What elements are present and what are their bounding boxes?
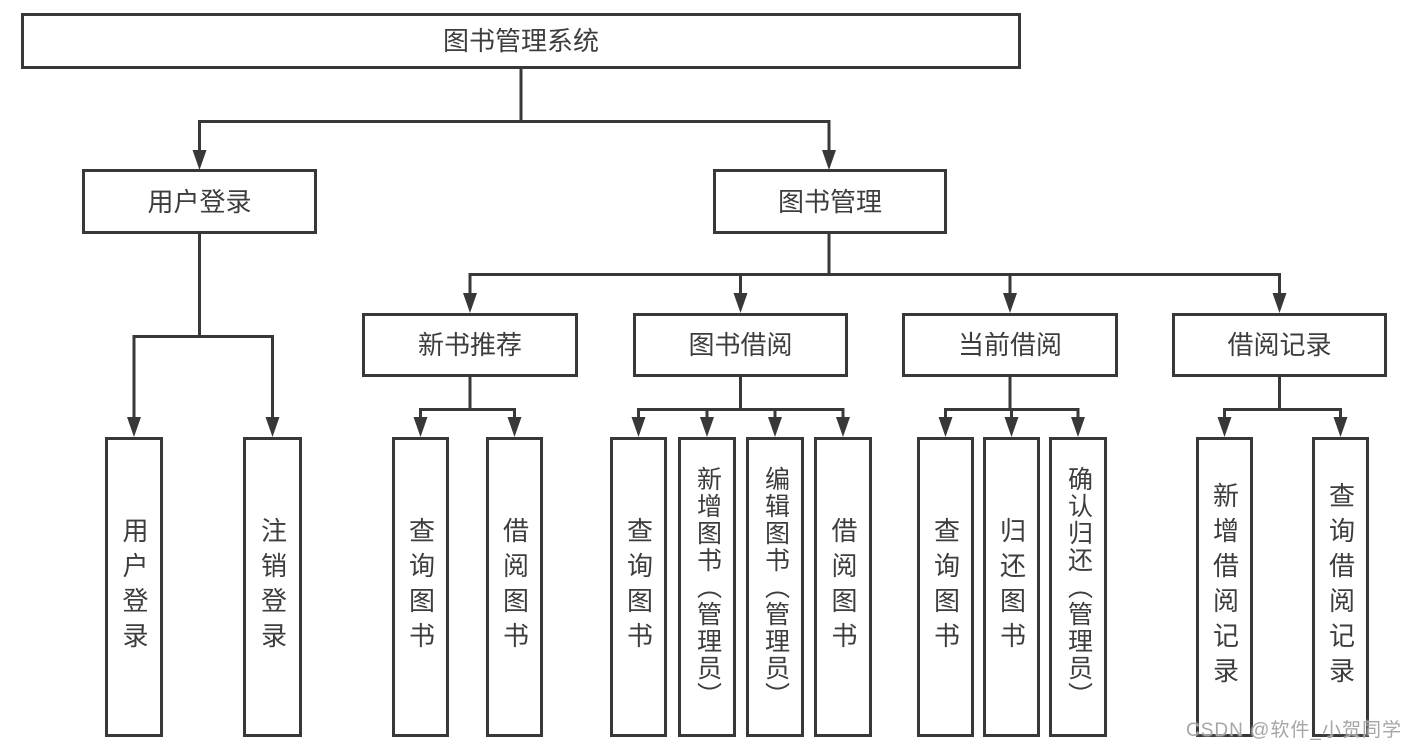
node-book-management: 图书管理	[713, 169, 947, 234]
leaf-borrowing-borrow-books: 借阅图书	[814, 437, 872, 737]
node-library-management-system: 图书管理系统	[21, 13, 1021, 69]
leaf-borrowing-edit-books-admin: 编辑图书（管理员）	[746, 437, 804, 737]
arrowhead-icon	[1217, 417, 1232, 437]
arrowhead-icon	[413, 417, 428, 437]
link-root-to-level2	[198, 69, 831, 156]
arrowhead-icon	[1333, 417, 1348, 437]
arrowhead-icon	[1004, 417, 1019, 437]
node-new-book-recommend: 新书推荐	[362, 313, 578, 377]
link-borrowing-to-leaves	[637, 377, 845, 423]
leaf-borrowing-query-books: 查询图书	[610, 437, 667, 737]
arrowhead-icon	[631, 417, 646, 437]
arrowhead-icon	[938, 417, 953, 437]
node-book-borrowing: 图书借阅	[633, 313, 848, 377]
arrowhead-icon	[192, 150, 207, 170]
arrowhead-icon	[700, 417, 714, 437]
leaf-current-return-books: 归还图书	[983, 437, 1040, 737]
arrowhead-icon	[463, 293, 477, 313]
arrowhead-icon	[1071, 417, 1085, 437]
link-login-to-leaves	[132, 234, 274, 423]
leaf-user-login: 用户登录	[105, 437, 163, 737]
link-current-to-leaves	[944, 377, 1080, 423]
arrowheads	[127, 150, 1348, 437]
arrowhead-icon	[1272, 293, 1287, 313]
leaf-current-confirm-return-admin: 确认归还（管理员）	[1049, 437, 1107, 737]
arrowhead-icon	[507, 417, 522, 437]
leaf-recommend-borrow-books: 借阅图书	[486, 437, 543, 737]
arrowhead-icon	[836, 417, 850, 437]
node-borrowing-records: 借阅记录	[1172, 313, 1387, 377]
node-user-login-module: 用户登录	[82, 169, 317, 234]
arrowhead-icon	[733, 293, 748, 313]
link-recommend-to-leaves	[419, 377, 516, 423]
leaf-logout: 注销登录	[243, 437, 302, 737]
arrowhead-icon	[768, 417, 782, 437]
arrowhead-icon	[127, 417, 141, 437]
leaf-records-query-borrow-record: 查询借阅记录	[1312, 437, 1369, 737]
watermark-text: CSDN @软件_小贺同学	[1186, 720, 1402, 741]
arrowhead-icon	[822, 150, 836, 170]
leaf-borrowing-add-books-admin: 新增图书（管理员）	[678, 437, 736, 737]
node-current-borrowing: 当前借阅	[902, 313, 1118, 377]
leaf-current-query-books: 查询图书	[917, 437, 974, 737]
arrowhead-icon	[1003, 293, 1017, 313]
leaf-records-add-borrow-record: 新增借阅记录	[1196, 437, 1253, 737]
arrowhead-icon	[265, 417, 280, 437]
link-mgmt-to-level3	[468, 234, 1281, 299]
leaf-recommend-query-books: 查询图书	[392, 437, 449, 737]
link-records-to-leaves	[1223, 377, 1342, 423]
